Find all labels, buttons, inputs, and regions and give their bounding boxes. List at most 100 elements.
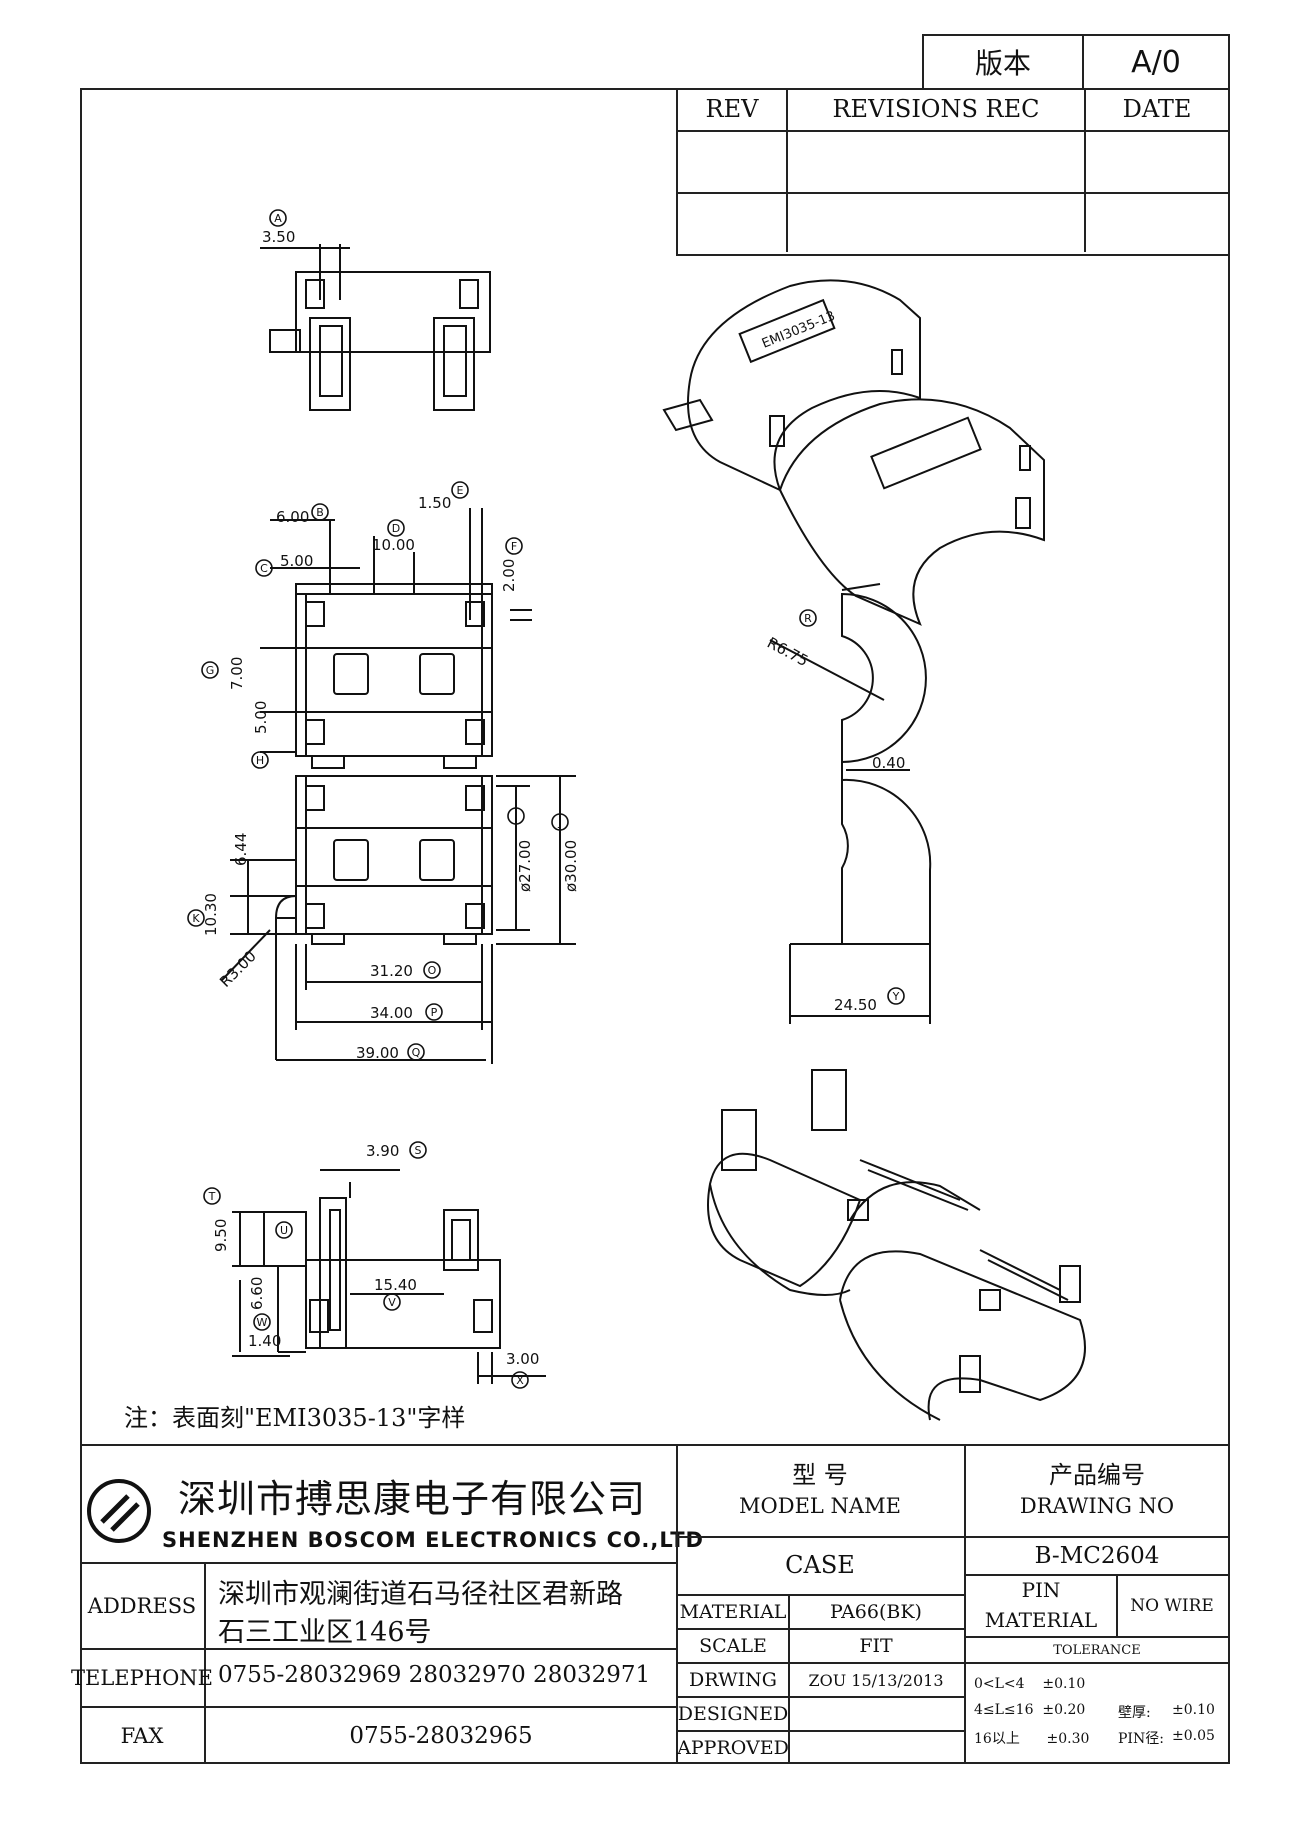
dim-X-value: 3.00 (506, 1350, 539, 1368)
dim-A-letter: A (274, 212, 282, 225)
dim-R3-value: R3.00 (216, 947, 260, 991)
drwing-value: ZOU 15/13/2013 (808, 1670, 944, 1690)
isometric-open (707, 1069, 1086, 1421)
pin-label-2: MATERIAL (984, 1608, 1098, 1632)
part-marking-text: EMI3035-13 (760, 309, 838, 352)
title-block: 深圳市搏思康电子有限公司 SHENZHEN BOSCOM ELECTRONICS… (71, 1444, 1230, 1764)
revisions-table: REV REVISIONS REC DATE (676, 88, 1230, 256)
dim-I-value: ø27.00 (516, 840, 534, 892)
dim-V-letter: V (388, 1296, 396, 1309)
dim-E-letter: E (457, 484, 464, 497)
drawing-en-label: DRAWING NO (1019, 1494, 1175, 1518)
dim-C-value: 5.00 (280, 552, 313, 570)
model-en-label: MODEL NAME (739, 1494, 901, 1518)
dim-E-value: 1.50 (418, 494, 451, 512)
pin-value: NO WIRE (1130, 1596, 1214, 1616)
dim-G-letter: G (206, 664, 215, 677)
dim-F-value: 2.00 (500, 559, 518, 592)
address-line-1: 深圳市观澜街道石马径社区君新路 (218, 1579, 623, 1610)
drawing-frame (80, 88, 1230, 1764)
dim-V-value: 15.40 (374, 1276, 417, 1294)
dim-X-letter: X (516, 1374, 524, 1387)
dim-I-letter: I (514, 810, 517, 823)
approved-label: APPROVED (677, 1737, 789, 1759)
material-label: MATERIAL (679, 1601, 787, 1623)
surface-note: 注：表面刻"EMI3035-13"字样 (124, 1404, 466, 1432)
dim-Y-letter: Y (892, 990, 900, 1003)
dim-U-letter: U (280, 1224, 288, 1237)
dim-A-value: 3.50 (262, 228, 295, 246)
dim-B-letter: B (316, 506, 324, 519)
address-line-2: 石三工业区146号 (218, 1617, 432, 1648)
telephone-value: 0755-28032969 28032970 28032971 (218, 1662, 651, 1688)
dim-R-value: R6.75 (764, 634, 811, 670)
date-header: DATE (1086, 88, 1228, 132)
dim-G-value: 7.00 (228, 657, 246, 690)
company-logo (84, 1476, 154, 1546)
scale-value: FIT (859, 1635, 893, 1657)
pin-dia-value: ±0.05 (1172, 1728, 1215, 1744)
dim-Q-value: 39.00 (356, 1044, 399, 1062)
front-view (221, 508, 576, 1064)
dim-K-value: 10.30 (202, 893, 220, 936)
dim-Q-letter: Q (412, 1046, 421, 1059)
wall-value: ±0.10 (1172, 1702, 1215, 1718)
tolerance-label: TOLERANCE (1053, 1642, 1141, 1658)
drwing-label: DRWING (689, 1669, 777, 1691)
dim-M-value: 6.44 (232, 833, 250, 866)
wall-label: 壁厚: (1118, 1705, 1151, 1721)
drawing-value: B-MC2604 (1034, 1543, 1160, 1569)
technical-drawing: A B C D E F G H I J K O P Q R Y S T U V … (187, 209, 1086, 1421)
company-name-cn: 深圳市搏思康电子有限公司 (178, 1477, 647, 1521)
dim-F-letter: F (511, 540, 517, 553)
version-value: A/0 (1131, 44, 1181, 80)
dim-P-value: 34.00 (370, 1004, 413, 1022)
tolerance-row-1: 0<L<4 ±0.10 (974, 1676, 1086, 1692)
rev-header: REV (678, 88, 788, 132)
dim-C-letter: C (260, 562, 268, 575)
dim-P-letter: P (431, 1006, 438, 1019)
rev-row-1 (678, 132, 1228, 194)
rec-header: REVISIONS REC (788, 88, 1086, 132)
tolerance-row-3: 16以上 ±0.30 (974, 1731, 1090, 1747)
scale-label: SCALE (699, 1635, 767, 1657)
rev-col-divider-2 (1084, 132, 1086, 252)
dim-H-value: 5.00 (252, 701, 270, 734)
dim-O-letter: O (428, 964, 437, 977)
bottom-view (232, 1169, 546, 1384)
isometric-closed (662, 279, 1045, 626)
side-view (769, 583, 932, 1024)
top-view (260, 244, 491, 411)
pin-label-1: PIN (1021, 1578, 1061, 1602)
dim-W2-value: 1.40 (248, 1332, 281, 1350)
dim-S-letter: S (415, 1144, 422, 1157)
dim-gap-value: 0.40 (872, 754, 905, 772)
telephone-label: TELEPHONE (71, 1650, 213, 1708)
model-name-column: 型 号 MODEL NAME CASE MATERIAL PA66(BK) SC… (677, 1446, 964, 1764)
dim-W-value: 6.60 (248, 1277, 266, 1310)
drawing-no-column: 产品编号 DRAWING NO B-MC2604 PIN MATERIAL NO… (966, 1446, 1228, 1764)
designed-label: DESIGNED (677, 1703, 789, 1725)
tolerance-row-2: 4≤L≤16 ±0.20 (974, 1702, 1086, 1718)
dim-W-letter: W (257, 1316, 268, 1329)
dim-T-value: 9.50 (212, 1219, 230, 1252)
dim-J-value: ø30.00 (562, 840, 580, 892)
address-label: ADDRESS (80, 1564, 206, 1650)
fax-label: FAX (80, 1708, 206, 1764)
model-cn-label: 型 号 (792, 1460, 848, 1489)
dim-S-value: 3.90 (366, 1142, 399, 1160)
dim-O-value: 31.20 (370, 962, 413, 980)
dim-J-letter: J (557, 816, 561, 829)
dim-K-letter: K (192, 912, 200, 925)
company-name-en: SHENZHEN BOSCOM ELECTRONICS CO.,LTD (162, 1528, 704, 1552)
material-value: PA66(BK) (830, 1601, 922, 1623)
dim-markers (187, 209, 905, 1389)
dim-T-letter: T (208, 1190, 216, 1203)
dim-R-letter: R (804, 612, 812, 625)
dim-B-value: 6.00 (276, 508, 309, 526)
fax-value: 0755-28032965 (349, 1723, 533, 1749)
rev-col-divider-1 (786, 132, 788, 252)
dim-H-letter: H (256, 754, 264, 767)
pin-dia-label: PIN径: (1118, 1731, 1164, 1747)
dim-D-value: 10.00 (372, 536, 415, 554)
